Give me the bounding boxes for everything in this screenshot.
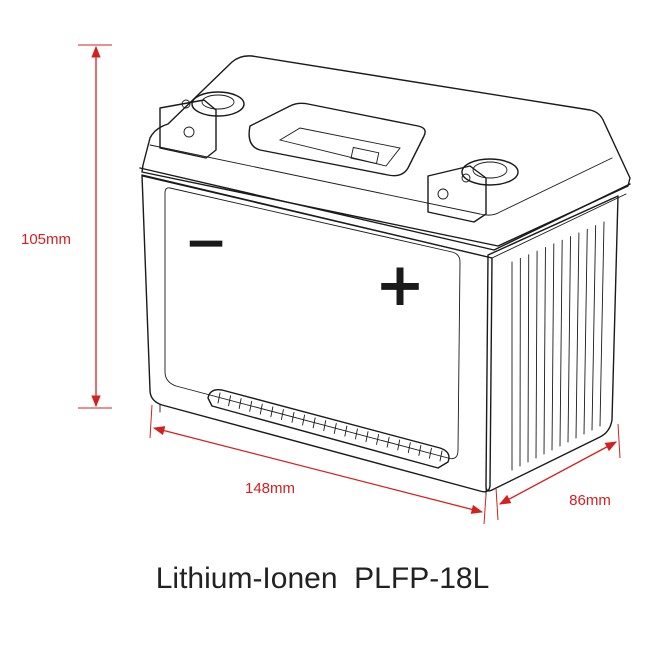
vent-rib xyxy=(302,414,306,426)
length-label: 148mm xyxy=(245,480,295,497)
vent-rib xyxy=(291,411,295,423)
length-dimension: 148mm xyxy=(149,404,487,525)
vent-rib xyxy=(217,392,221,404)
side-rib xyxy=(591,225,597,431)
vent-rib xyxy=(259,403,263,415)
display-recess xyxy=(248,102,426,177)
side-rib xyxy=(551,243,555,451)
depth-dimension: 86mm xyxy=(495,423,621,521)
vent-rib xyxy=(228,395,232,407)
side-rib xyxy=(527,254,530,463)
vent-rib xyxy=(270,406,274,418)
vent-rib xyxy=(249,400,253,412)
height-dimension: 105mm xyxy=(21,44,112,409)
negative-symbol: − xyxy=(184,213,228,273)
side-rib xyxy=(583,228,588,435)
bottom-vent xyxy=(207,388,450,469)
positive-symbol: + xyxy=(375,250,425,320)
lid-rim xyxy=(139,167,631,251)
battery-foot xyxy=(159,403,487,497)
negative-terminal xyxy=(159,91,245,159)
side-rib xyxy=(543,247,546,455)
positive-terminal xyxy=(427,158,519,223)
side-rib xyxy=(535,250,538,459)
battery-illustration xyxy=(139,55,631,497)
battery-lid xyxy=(141,55,631,247)
side-rib xyxy=(559,239,563,447)
side-rib xyxy=(599,221,605,427)
lid-edge xyxy=(149,144,613,216)
side-rib xyxy=(567,236,571,443)
height-label: 105mm xyxy=(21,231,71,248)
vent-rib xyxy=(280,409,284,421)
lid-rim-inner xyxy=(141,175,627,259)
display-indicator xyxy=(350,146,380,165)
depth-label: 86mm xyxy=(569,492,611,509)
side-ribs xyxy=(511,221,605,471)
vent-rib xyxy=(238,398,242,409)
product-caption: Lithium-Ionen PLFP-18L xyxy=(155,562,490,595)
display-window xyxy=(278,127,401,167)
side-rib xyxy=(575,232,580,439)
